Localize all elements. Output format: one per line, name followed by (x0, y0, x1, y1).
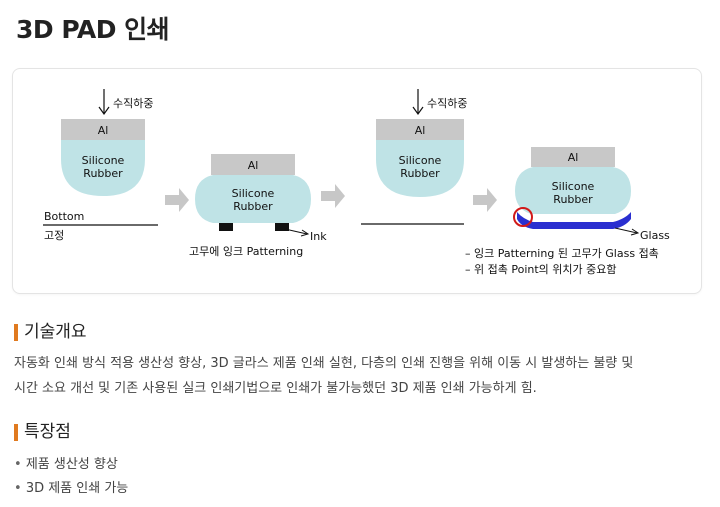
glass-label: Glass (640, 229, 670, 242)
bottom-label: Bottom (44, 210, 84, 223)
load-arrow-head (412, 106, 424, 116)
process-arrow-icon (165, 188, 189, 212)
diagram-svg: 수직하중 Al Silicone Rubber Bottom 고정 Al Sil… (43, 89, 670, 276)
silicone-rubber-pad (61, 140, 145, 196)
aluminum-plate (61, 119, 145, 140)
features-list: 제품 생산성 향상 3D 제품 인쇄 가능 (14, 453, 128, 501)
rubber-label-line2: Rubber (83, 167, 123, 180)
rubber-label-line1: Silicone (232, 187, 275, 200)
contact-point-circle (513, 207, 533, 227)
aluminum-plate (531, 147, 615, 167)
rubber-label-line1: Silicone (399, 154, 442, 167)
overview-text-line: 시간 소요 개선 및 기존 사용된 실크 인쇄기법으로 인쇄가 불가능했던 3D… (14, 381, 537, 396)
process-arrow-icon (473, 188, 497, 212)
ink-label: Ink (310, 230, 327, 243)
patterning-caption: 고무에 잉크 Patterning (189, 245, 303, 258)
silicone-rubber-pad (195, 175, 311, 223)
ink-pointer-line (284, 228, 308, 235)
note-line: – 잉크 Patterning 된 고무가 Glass 접촉 (465, 247, 659, 260)
aluminum-label: Al (248, 159, 259, 172)
aluminum-label: Al (98, 124, 109, 137)
overview-text-line: 자동화 인쇄 방식 적용 생산성 향상, 3D 글라스 제품 인쇄 실현, 다층… (14, 356, 634, 371)
aluminum-label: Al (568, 151, 579, 164)
feature-item: 3D 제품 인쇄 가능 (14, 477, 128, 501)
rubber-label-line2: Rubber (400, 167, 440, 180)
fixed-label: 고정 (44, 229, 64, 242)
process-arrow-icon (321, 184, 345, 208)
rubber-label-line2: Rubber (233, 200, 273, 213)
overview-heading: 기술개요 (14, 324, 87, 341)
glass-pointer-head (630, 228, 640, 236)
page-title: 3D PAD 인쇄 (16, 15, 170, 44)
ink-pointer-head (300, 229, 310, 237)
aluminum-plate (376, 119, 464, 140)
aluminum-plate (211, 154, 295, 175)
glass-layer (517, 212, 631, 229)
load-label: 수직하중 (113, 96, 153, 110)
rubber-label-line1: Silicone (82, 154, 125, 167)
note-line: – 위 접촉 Point의 위치가 중요함 (465, 263, 617, 276)
aluminum-label: Al (415, 124, 426, 137)
feature-item: 제품 생산성 향상 (14, 453, 128, 477)
features-heading: 특장점 (14, 424, 71, 441)
ink-pattern-block (219, 223, 233, 231)
load-arrow-head (98, 106, 110, 116)
glass-pointer-line (614, 227, 638, 234)
process-diagram: 수직하중 Al Silicone Rubber Bottom 고정 Al Sil… (12, 68, 702, 294)
overview-text: 자동화 인쇄 방식 적용 생산성 향상, 3D 글라스 제품 인쇄 실현, 다층… (14, 351, 704, 401)
load-label: 수직하중 (427, 96, 467, 110)
rubber-label-line1: Silicone (552, 180, 595, 193)
silicone-rubber-pad (515, 167, 631, 214)
rubber-label-line2: Rubber (553, 193, 593, 206)
silicone-rubber-pad (376, 140, 464, 197)
ink-pattern-block (275, 223, 289, 231)
